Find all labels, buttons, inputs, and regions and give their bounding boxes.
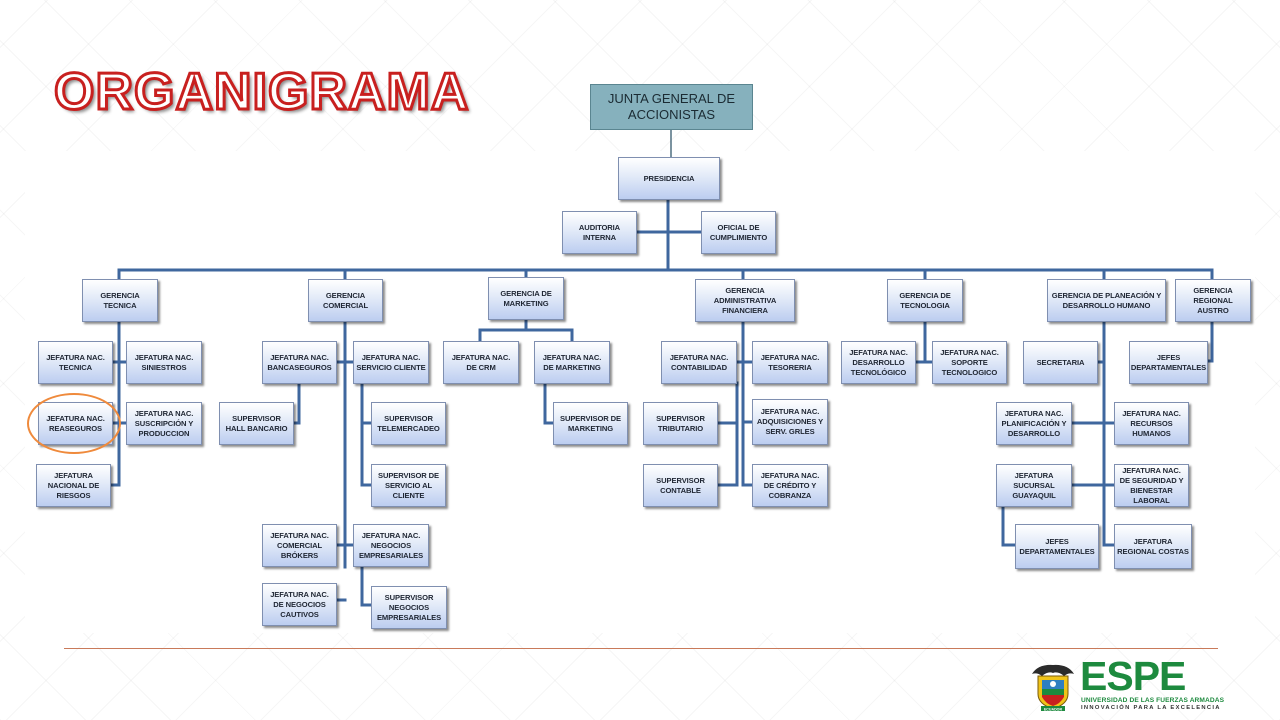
org-node-jefatura-contabilidad: JEFATURA NAC. CONTABILIDAD xyxy=(661,341,737,384)
org-node-supervisor-tributario: SUPERVISOR TRIBUTARIO xyxy=(643,402,718,445)
highlight-circle xyxy=(27,393,121,454)
org-node-jefatura-guayaquil: JEFATURA SUCURSAL GUAYAQUIL xyxy=(996,464,1072,507)
org-node-gerencia-planeacion: GERENCIA DE PLANEACIÓN Y DESARROLLO HUMA… xyxy=(1047,279,1166,322)
org-node-jefatura-negocios: JEFATURA NAC. NEGOCIOS EMPRESARIALES xyxy=(353,524,429,567)
org-node-secretaria: SECRETARIA xyxy=(1023,341,1098,384)
org-node-jefatura-servicio-cliente: JEFATURA NAC. SERVICIO CLIENTE xyxy=(353,341,429,384)
org-node-jefatura-tecnica: JEFATURA NAC. TECNICA xyxy=(38,341,113,384)
org-node-gerencia-austro: GERENCIA REGIONAL AUSTRO xyxy=(1175,279,1251,322)
org-node-supervisor-hall: SUPERVISOR HALL BANCARIO xyxy=(219,402,294,445)
org-node-jefatura-costas: JEFATURA REGIONAL COSTAS xyxy=(1114,524,1192,569)
org-node-auditoria-interna: AUDITORIA INTERNA xyxy=(562,211,637,254)
org-node-jefatura-desarrollo-tecnologico: JEFATURA NAC. DESARROLLO TECNOLÓGICO xyxy=(841,341,916,384)
connector-contabilidad-sups xyxy=(716,381,739,487)
org-node-jefatura-siniestros: JEFATURA NAC. SINIESTROS xyxy=(126,341,202,384)
org-node-jefatura-bancaseguros: JEFATURA NAC. BANCASEGUROS xyxy=(262,341,337,384)
org-node-presidencia: PRESIDENCIA xyxy=(618,157,720,200)
org-node-jefatura-adquisiciones: JEFATURA NAC. ADQUISICIONES Y SERV. GRLE… xyxy=(752,399,828,445)
org-node-jefatura-brokers: JEFATURA NAC. COMERCIAL BRÓKERS xyxy=(262,524,337,567)
logo-motto: INNOVACIÓN PARA LA EXCELENCIA xyxy=(1081,705,1221,711)
footer-divider xyxy=(64,648,1218,649)
org-node-gerencia-administrativa: GERENCIA ADMINISTRATIVA FINANCIERA xyxy=(695,279,795,322)
org-node-supervisor-negocios: SUPERVISOR NEGOCIOS EMPRESARIALES xyxy=(371,586,447,629)
org-node-supervisor-marketing: SUPERVISOR DE MARKETING xyxy=(553,402,628,445)
org-node-jefatura-cautivos: JEFATURA NAC. DE NEGOCIOS CAUTIVOS xyxy=(262,583,337,626)
connector-negocios-sup xyxy=(360,565,373,607)
org-node-oficial-cumplimiento: OFICIAL DE CUMPLIMIENTO xyxy=(701,211,776,254)
org-node-jefes-departamentales-austro: JEFES DEPARTAMENTALES xyxy=(1129,341,1208,384)
org-node-supervisor-contable: SUPERVISOR CONTABLE xyxy=(643,464,718,507)
org-node-jefatura-crm: JEFATURA NAC. DE CRM xyxy=(443,341,519,384)
org-node-jefatura-riesgos: JEFATURA NACIONAL DE RIESGOS xyxy=(36,464,111,507)
org-node-jefatura-rrhh: JEFATURA NAC. RECURSOS HUMANOS xyxy=(1114,402,1189,445)
university-emblem: ECUADOR xyxy=(1032,664,1074,711)
org-node-gerencia-marketing: GERENCIA DE MARKETING xyxy=(488,277,564,320)
page-title: ORGANIGRAMA xyxy=(52,63,470,121)
connector-servicio-sups xyxy=(360,381,373,487)
logo-wordmark: ESPE xyxy=(1080,653,1186,699)
org-node-gerencia-tecnica: GERENCIA TECNICA xyxy=(82,279,158,322)
org-node-jefatura-soporte: JEFATURA NAC. SOPORTE TECNOLOGICO xyxy=(932,341,1007,384)
org-node-jefatura-suscripcion: JEFATURA NAC. SUSCRIPCIÓN Y PRODUCCION xyxy=(126,402,202,445)
connector-bancaseguros-hall xyxy=(292,381,301,425)
org-node-jefatura-planificacion: JEFATURA NAC. PLANIFICACIÓN Y DESARROLLO xyxy=(996,402,1072,445)
org-node-gerencia-comercial: GERENCIA COMERCIAL xyxy=(308,279,383,322)
org-node-jefes-departamentales-gye: JEFES DEPARTAMENTALES xyxy=(1015,524,1099,569)
connector-marketing-sup xyxy=(543,381,555,425)
org-node-supervisor-servicio: SUPERVISOR DE SERVICIO AL CLIENTE xyxy=(371,464,446,507)
org-node-jefatura-credito: JEFATURA NAC. DE CRÉDITO Y COBRANZA xyxy=(752,464,828,507)
org-node-jefatura-marketing: JEFATURA NAC. DE MARKETING xyxy=(534,341,610,384)
org-node-supervisor-telemercadeo: SUPERVISOR TELEMERCADEO xyxy=(371,402,446,445)
emblem-text: ECUADOR xyxy=(1044,707,1063,711)
org-node-jefatura-tesoreria: JEFATURA NAC. TESORERIA xyxy=(752,341,828,384)
org-node-gerencia-tecnologia: GERENCIA DE TECNOLOGIA xyxy=(887,279,963,322)
espe-logo: ECUADOR ESPE UNIVERSIDAD DE LAS FUERZAS … xyxy=(1028,656,1225,712)
logo-university-name: UNIVERSIDAD DE LAS FUERZAS ARMADAS xyxy=(1081,697,1225,704)
connector-guayaquil-jefes xyxy=(1001,504,1017,547)
org-node-jefatura-seguridad: JEFATURA NAC. DE SEGURIDAD Y BIENESTAR L… xyxy=(1114,464,1189,507)
junta-general-box: JUNTA GENERAL DE ACCIONISTAS xyxy=(590,84,753,130)
